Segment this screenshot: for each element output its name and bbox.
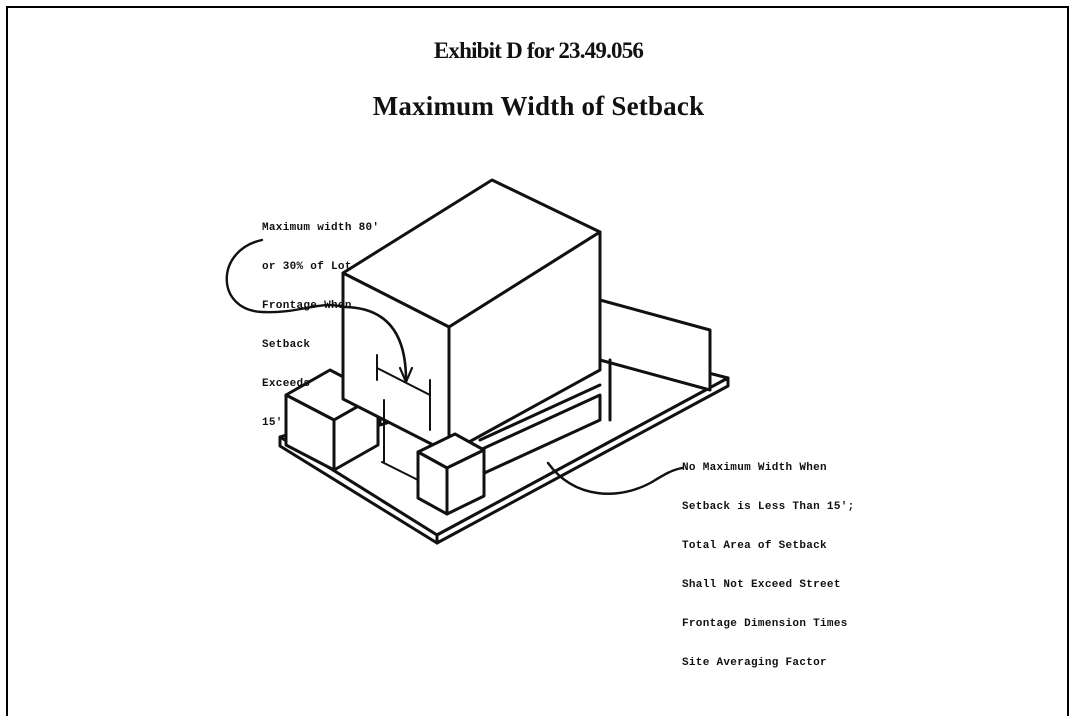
main-tower <box>341 178 602 455</box>
setback-lines <box>381 399 419 481</box>
left-leader-line <box>225 238 345 314</box>
right-callout-text: No Maximum Width When Setback is Less Th… <box>682 462 855 669</box>
left-callout-text: Maximum width 80' or 30% of Lot Frontage… <box>262 222 380 429</box>
exhibit-title: Exhibit D for 23.49.056 <box>433 38 644 63</box>
corner-block <box>416 432 486 516</box>
left-block <box>284 368 380 472</box>
exhibit-subtitle: Maximum Width of Setback <box>372 91 705 121</box>
right-leader-line <box>546 461 684 495</box>
